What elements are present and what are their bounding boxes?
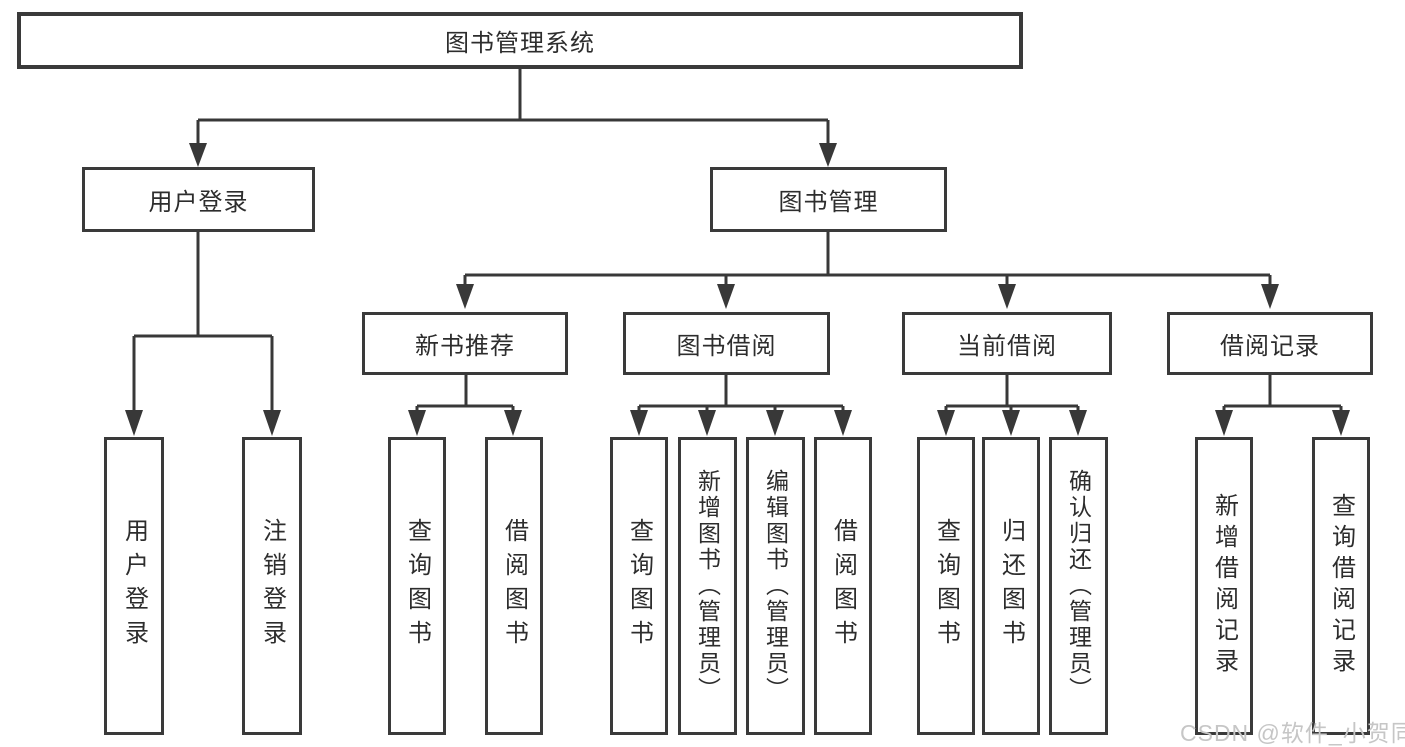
leaf-query-borrow-record: 查询借阅记录	[1312, 437, 1370, 735]
leaf-logout: 注销登录	[242, 437, 302, 735]
node-book-borrow: 图书借阅	[623, 312, 830, 375]
leaf-user-login: 用户登录	[104, 437, 164, 735]
leaf-query-books-1: 查询图书	[388, 437, 446, 735]
leaf-query-books-2: 查询图书	[610, 437, 668, 735]
watermark: CSDN @软件_小贺同学	[1180, 720, 1405, 746]
leaf-return-book: 归还图书	[982, 437, 1040, 735]
branch-book-borrow	[630, 375, 852, 436]
node-root-library-system: 图书管理系统	[17, 12, 1023, 69]
node-book-management: 图书管理	[710, 167, 947, 232]
node-new-book-recommend: 新书推荐	[362, 312, 568, 375]
leaf-add-borrow-record: 新增借阅记录	[1195, 437, 1253, 735]
leaf-query-books-3: 查询图书	[917, 437, 975, 735]
node-borrow-records: 借阅记录	[1167, 312, 1373, 375]
leaf-add-book-admin: 新增图书（管理员）	[678, 437, 737, 735]
branch-current-borrow	[937, 375, 1087, 436]
branch-book-mgmt	[456, 232, 1279, 309]
leaf-confirm-return-admin: 确认归还（管理员）	[1049, 437, 1108, 735]
leaf-edit-book-admin: 编辑图书（管理员）	[746, 437, 805, 735]
node-current-borrow: 当前借阅	[902, 312, 1112, 375]
leaf-borrow-books-2: 借阅图书	[814, 437, 872, 735]
node-user-login: 用户登录	[82, 167, 315, 232]
branch-root-to-level2	[189, 68, 837, 167]
branch-new-books	[408, 375, 522, 436]
branch-user-login	[125, 232, 281, 436]
leaf-borrow-books-1: 借阅图书	[485, 437, 543, 735]
branch-borrow-records	[1215, 375, 1350, 436]
